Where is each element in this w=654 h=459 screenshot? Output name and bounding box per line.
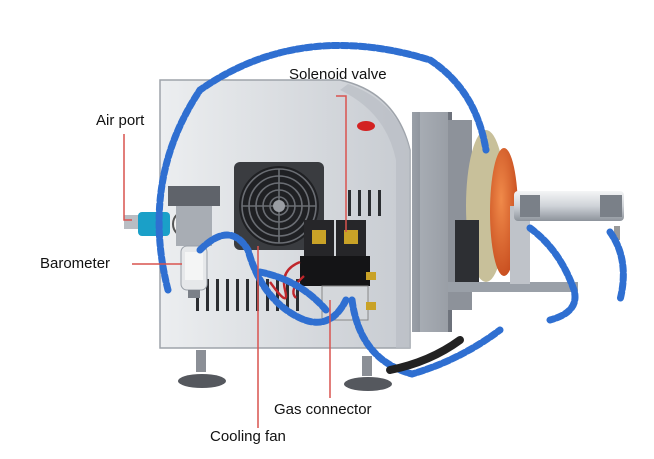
label-air-port: Air port	[96, 112, 145, 129]
label-solenoid-valve: Solenoid valve	[289, 66, 387, 83]
blue-air-hoses	[155, 41, 627, 378]
black-hose	[386, 336, 464, 374]
leader-lines	[123, 95, 347, 428]
label-gas-connector: Gas connector	[274, 401, 372, 418]
leader-solenoid-valve	[336, 95, 347, 232]
cooling-fan	[234, 162, 324, 250]
top-button	[357, 121, 375, 131]
label-cooling-fan: Cooling fan	[210, 428, 286, 445]
label-barometer: Barometer	[40, 255, 111, 272]
machine-feet	[178, 350, 392, 391]
rotary-mechanism	[412, 112, 624, 332]
leader-air-port	[123, 134, 132, 221]
